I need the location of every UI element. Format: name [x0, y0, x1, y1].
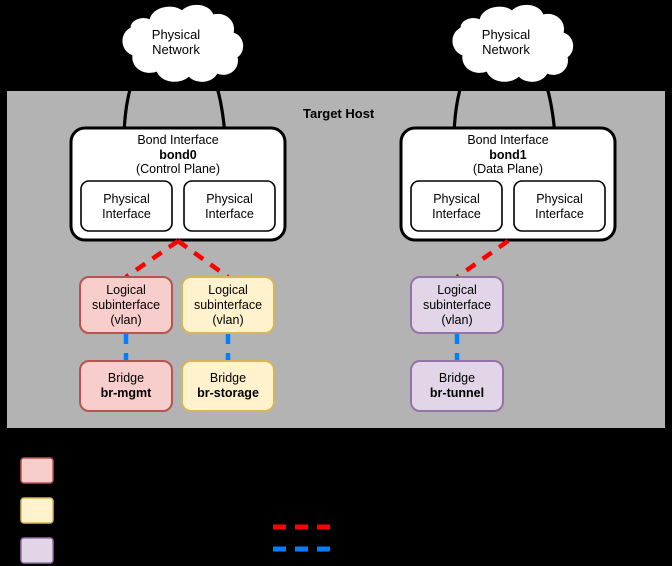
legend-swatch-storage — [20, 497, 54, 524]
bridge-br-mgmt-box[interactable] — [79, 360, 173, 412]
logical-subinterface-mgmt-box[interactable] — [79, 276, 173, 334]
legend-swatch-mgmt — [20, 457, 54, 484]
vlan-trunk-bond0-to-storage — [176, 239, 230, 279]
vlan-trunk-bond1-to-tunnel — [455, 239, 510, 279]
bridge-br-storage-box[interactable] — [181, 360, 275, 412]
bond0-physical-interface-1-box[interactable] — [80, 180, 173, 232]
bridge-br-tunnel-box[interactable] — [410, 360, 504, 412]
page-title: Target Host — [303, 106, 375, 121]
cloud-left-shape — [122, 4, 244, 82]
bond0-physical-interface-2-box[interactable] — [183, 180, 276, 232]
vlan-trunk-bond0-to-mgmt — [124, 239, 180, 279]
bond1-physical-interface-2-box[interactable] — [513, 180, 606, 232]
bond1-physical-interface-1-box[interactable] — [410, 180, 503, 232]
logical-subinterface-tunnel-box[interactable] — [410, 276, 504, 334]
cloud-right-shape — [452, 4, 574, 82]
legend-swatch-tunnel — [20, 537, 54, 564]
logical-subinterface-storage-box[interactable] — [181, 276, 275, 334]
